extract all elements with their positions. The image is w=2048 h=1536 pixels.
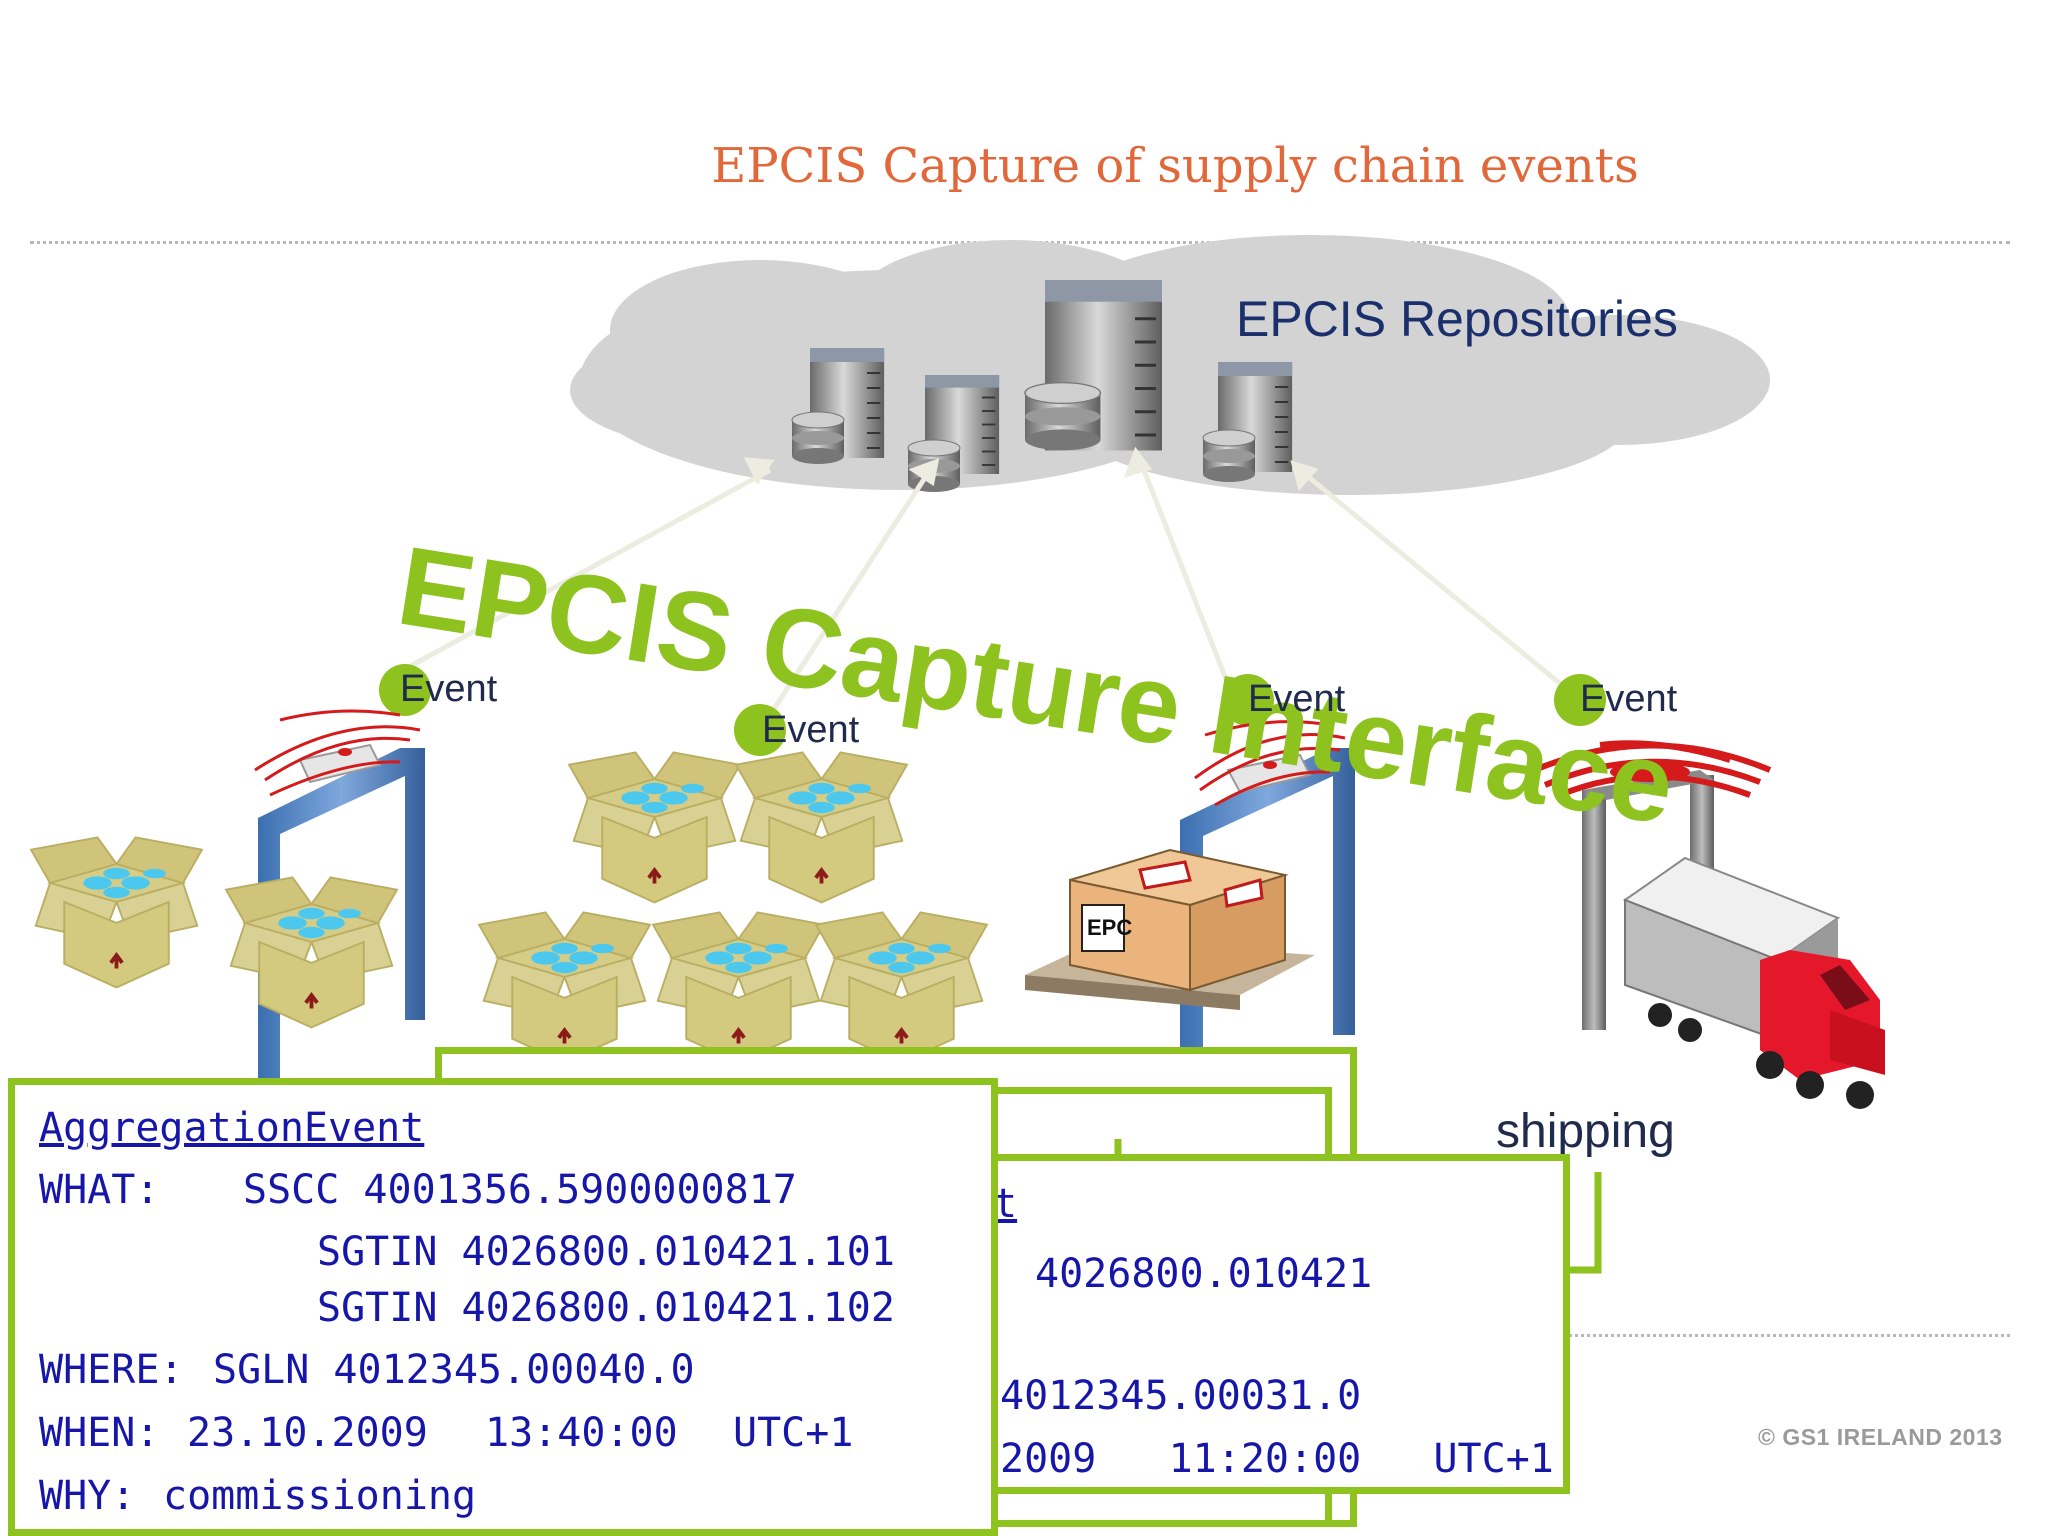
- when-date: 23.10.2009: [187, 1410, 428, 1456]
- why-value: commissioning: [163, 1473, 477, 1519]
- copyright-notice: © GS1 IRELAND 2013: [1758, 1424, 2003, 1450]
- what-sscc: SSCC 4001356.5900000817: [243, 1167, 797, 1213]
- rfid-portal-1-icon: [254, 709, 425, 1080]
- box-icon-1: [29, 835, 204, 990]
- aggregation-event-card: AggregationEvent WHAT: SSCC 4001356.5900…: [8, 1078, 998, 1536]
- when-label: WHEN:: [39, 1410, 160, 1456]
- rfid-portal-4-icon: [1528, 740, 1772, 1030]
- when-zone: UTC+1: [733, 1410, 854, 1456]
- shipping-bracket: [1560, 1172, 1602, 1274]
- slide-title: EPCIS Capture of supply chain events: [711, 138, 1639, 194]
- what-sgtin-2: SGTIN 4026800.010421.102: [317, 1285, 895, 1331]
- event-label-4: Event: [1580, 678, 1678, 720]
- event-label-3: Event: [1248, 678, 1346, 720]
- what-label: WHAT:: [39, 1167, 160, 1213]
- truck-icon: [1622, 856, 1885, 1109]
- middle-card-what: 4026800.010421: [1035, 1251, 1373, 1297]
- card-title: AggregationEvent: [39, 1105, 425, 1151]
- event-2-dot: [734, 704, 786, 756]
- why-label: WHY:: [39, 1473, 136, 1519]
- server-3-icon: [1024, 278, 1164, 453]
- box-icon-6: [651, 910, 826, 1065]
- where-label: WHERE:: [39, 1347, 184, 1393]
- event-card-middle: t 4026800.010421 4012345.00031.0 2009 11…: [948, 1154, 1570, 1494]
- box-icon-3: [567, 750, 742, 905]
- pallet-icon: EPC: [1025, 848, 1315, 1010]
- shipping-label: shipping: [1496, 1105, 1675, 1158]
- event-4-dot: [1554, 674, 1606, 726]
- what-sgtin-1: SGTIN 4026800.010421.101: [317, 1229, 895, 1275]
- middle-card-when: 2009 11:20:00 UTC+1: [1000, 1436, 1554, 1482]
- rfid-portal-3-icon: [1180, 720, 1355, 1060]
- box-icon-5: [477, 910, 652, 1065]
- event-label-2: Event: [762, 709, 860, 751]
- svg-text:EPC: EPC: [1087, 915, 1132, 940]
- where-value: SGLN 4012345.00040.0: [213, 1347, 695, 1393]
- event-label-1: Event: [400, 668, 498, 710]
- box-icon-7: [814, 910, 989, 1065]
- event-3-dot: [1222, 674, 1274, 726]
- event-1-dot: [379, 664, 431, 716]
- box-icon-4: [734, 750, 909, 905]
- repository-cloud: [570, 235, 1770, 495]
- capture-arrows: [383, 446, 1582, 717]
- middle-card-where: 4012345.00031.0: [1000, 1373, 1362, 1419]
- repositories-label: EPCIS Repositories: [1236, 291, 1678, 347]
- box-icon-2: [224, 875, 399, 1030]
- when-time: 13:40:00: [485, 1410, 678, 1456]
